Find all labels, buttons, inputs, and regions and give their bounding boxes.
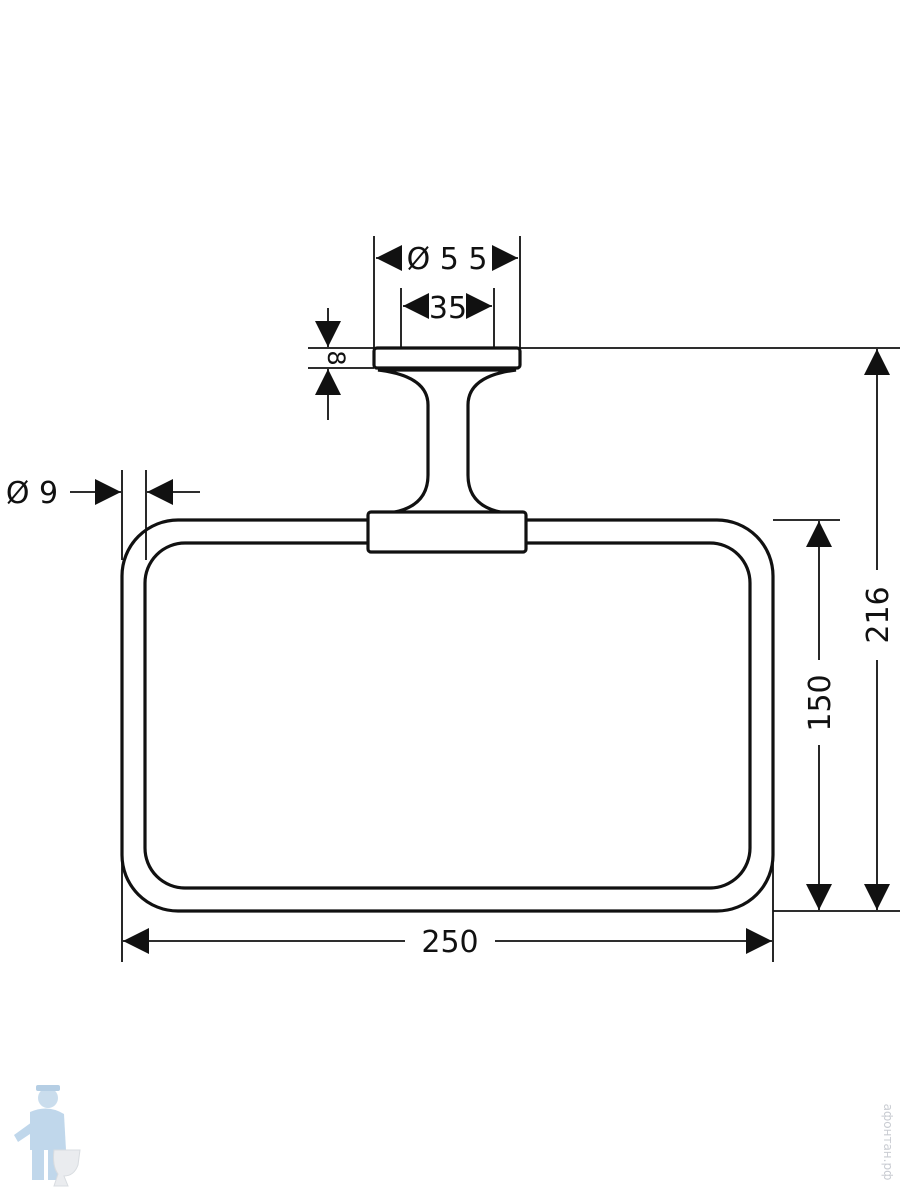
ring-clamp: [366, 510, 528, 554]
dimension-labels: Ø 5 5 35 8 Ø 9 250 150 216: [6, 242, 896, 960]
holder-assembly: [366, 346, 528, 554]
logo-arm: [14, 1122, 36, 1142]
label-rod-diameter: Ø 9: [6, 476, 58, 511]
plumber-with-toilet-logo: [14, 1085, 81, 1187]
label-ring-height: 150: [803, 674, 838, 731]
extension-lines: [121, 236, 900, 962]
wall-flange: [372, 346, 522, 370]
logo-toilet: [53, 1149, 81, 1187]
holder-stem: [377, 368, 517, 522]
logo-head: [38, 1088, 58, 1108]
watermark-site-text: афонтан.рф: [881, 1104, 895, 1181]
dimension-lines: [70, 245, 890, 954]
logo-cap: [36, 1085, 60, 1091]
towel-ring-outline: [120, 518, 775, 913]
ring-outer-edge: [120, 518, 775, 913]
logo-body: [30, 1108, 66, 1150]
ring-inner-edge: [143, 541, 752, 890]
label-rosette-width: 35: [429, 291, 467, 326]
label-overall-width: 250: [421, 925, 478, 960]
logo-leg-left: [32, 1150, 44, 1180]
label-flange-diameter: Ø 5 5: [407, 242, 488, 277]
label-flange-thickness: 8: [322, 350, 350, 365]
label-overall-height: 216: [861, 586, 896, 643]
